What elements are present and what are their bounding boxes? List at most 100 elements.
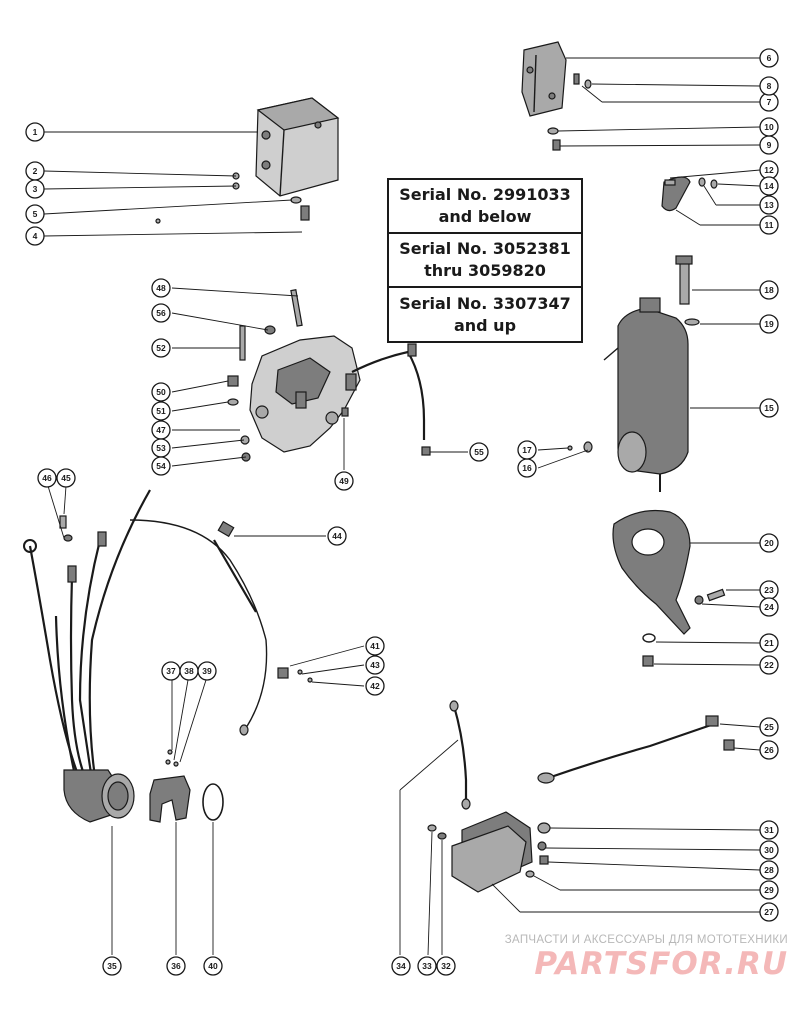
serial-note-2: Serial No. 3052381 thru 3059820: [389, 234, 581, 288]
svg-text:38: 38: [184, 666, 194, 676]
svg-text:45: 45: [61, 473, 71, 483]
svg-text:32: 32: [441, 961, 451, 971]
ground-cable: [449, 700, 471, 810]
callout-11: 11: [759, 215, 779, 235]
callout-3: 3: [25, 179, 45, 199]
svg-text:44: 44: [332, 531, 342, 541]
callout-34: 34: [391, 956, 411, 976]
callout-29: 29: [759, 880, 779, 900]
callout-31: 31: [759, 820, 779, 840]
callout-4: 4: [25, 226, 45, 246]
callout-27: 27: [759, 902, 779, 922]
serial-note-3: Serial No. 3307347 and up: [389, 288, 581, 342]
callout-5: 5: [25, 204, 45, 224]
svg-text:14: 14: [764, 181, 774, 191]
svg-text:29: 29: [764, 885, 774, 895]
svg-text:34: 34: [396, 961, 406, 971]
plug-parts: [149, 749, 224, 823]
callout-40: 40: [203, 956, 223, 976]
solenoid-part: [427, 811, 551, 893]
callout-42: 42: [365, 676, 385, 696]
svg-text:20: 20: [764, 538, 774, 548]
callout-10: 10: [759, 117, 779, 137]
callout-8: 8: [759, 76, 779, 96]
serial-note-1: Serial No. 2991033 and below: [389, 180, 581, 234]
callout-56: 56: [151, 303, 171, 323]
svg-text:19: 19: [764, 319, 774, 329]
svg-text:41: 41: [370, 641, 380, 651]
svg-text:15: 15: [764, 403, 774, 413]
svg-text:22: 22: [764, 660, 774, 670]
svg-text:31: 31: [764, 825, 774, 835]
starter-motor-part: [567, 255, 700, 492]
svg-text:30: 30: [764, 845, 774, 855]
svg-text:7: 7: [767, 97, 772, 107]
svg-text:17: 17: [522, 445, 532, 455]
callout-48: 48: [151, 278, 171, 298]
svg-text:46: 46: [42, 473, 52, 483]
callout-37: 37: [161, 661, 181, 681]
svg-text:42: 42: [370, 681, 380, 691]
callout-6: 6: [759, 48, 779, 68]
svg-text:33: 33: [422, 961, 432, 971]
callout-44: 44: [327, 526, 347, 546]
callout-49: 49: [334, 471, 354, 491]
callout-7: 7: [759, 92, 779, 112]
screw-45-46: [59, 515, 73, 542]
svg-text:36: 36: [171, 961, 181, 971]
callout-17: 17: [517, 440, 537, 460]
switch-box-hardware: [227, 289, 431, 462]
callout-55: 55: [469, 442, 489, 462]
callout-18: 18: [759, 280, 779, 300]
callout-23: 23: [759, 580, 779, 600]
svg-text:40: 40: [208, 961, 218, 971]
serial-number-note: Serial No. 2991033 and below Serial No. …: [387, 178, 583, 343]
svg-text:55: 55: [474, 447, 484, 457]
svg-text:56: 56: [156, 308, 166, 318]
callout-36: 36: [166, 956, 186, 976]
svg-text:2: 2: [33, 166, 38, 176]
serial-note-3-line1: Serial No. 3307347: [399, 294, 571, 313]
callout-45: 45: [56, 468, 76, 488]
callout-24: 24: [759, 597, 779, 617]
callout-54: 54: [151, 456, 171, 476]
svg-text:54: 54: [156, 461, 166, 471]
svg-text:3: 3: [33, 184, 38, 194]
regulator-part: [521, 41, 567, 117]
svg-text:16: 16: [522, 463, 532, 473]
callout-group: 1 2 3 4 5 6 7 8 9 10 11 12 13 14 15 16 1…: [25, 48, 779, 976]
svg-text:35: 35: [107, 961, 117, 971]
callout-13: 13: [759, 195, 779, 215]
svg-text:49: 49: [339, 476, 349, 486]
svg-text:9: 9: [767, 140, 772, 150]
svg-text:21: 21: [764, 638, 774, 648]
svg-text:12: 12: [764, 165, 774, 175]
svg-text:25: 25: [764, 722, 774, 732]
leader-lines: [43, 57, 761, 956]
callout-15: 15: [759, 398, 779, 418]
callout-50: 50: [151, 382, 171, 402]
callout-25: 25: [759, 717, 779, 737]
harness-lead: [129, 519, 313, 736]
serial-note-2-line2: thru 3059820: [424, 261, 546, 280]
callout-35: 35: [102, 956, 122, 976]
callout-16: 16: [517, 458, 537, 478]
callout-39: 39: [197, 661, 217, 681]
callout-28: 28: [759, 860, 779, 880]
callout-41: 41: [365, 636, 385, 656]
serial-note-1-line2: and below: [438, 207, 532, 226]
svg-text:28: 28: [764, 865, 774, 875]
callout-33: 33: [417, 956, 437, 976]
starter-bracket: [661, 176, 718, 212]
regulator-hardware: [547, 73, 592, 151]
callout-47: 47: [151, 420, 171, 440]
starter-drive-housing: [612, 509, 726, 667]
callout-52: 52: [151, 338, 171, 358]
callout-20: 20: [759, 533, 779, 553]
svg-text:51: 51: [156, 406, 166, 416]
callout-51: 51: [151, 401, 171, 421]
serial-note-2-line1: Serial No. 3052381: [399, 239, 571, 258]
svg-text:23: 23: [764, 585, 774, 595]
watermark-logo: PARTSFOR.RU: [534, 946, 788, 982]
